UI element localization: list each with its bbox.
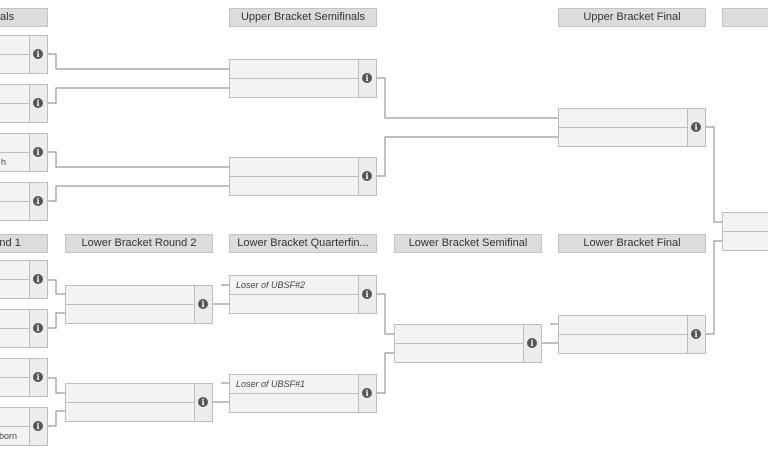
slot-team-1 bbox=[0, 134, 30, 153]
slot-team-2 bbox=[0, 280, 30, 298]
header-lb-quarterfinal: Lower Bracket Quarterfin... bbox=[229, 234, 377, 253]
slot-team-1 bbox=[559, 109, 688, 128]
info-icon: i bbox=[362, 171, 372, 181]
match-lbr2-1[interactable]: i bbox=[65, 285, 213, 324]
match-lbr1-3[interactable]: i bbox=[0, 358, 48, 397]
slot-team-1 bbox=[230, 60, 359, 79]
header-lb-round2: Lower Bracket Round 2 bbox=[65, 234, 213, 253]
slot-loser-ubsf1: Loser of UBSF#1 bbox=[230, 375, 359, 394]
info-icon: i bbox=[33, 49, 43, 59]
slot-team-2 bbox=[395, 344, 524, 362]
header-ub-quarterfinals: nals bbox=[0, 8, 48, 27]
info-icon: i bbox=[33, 421, 43, 431]
info-icon: i bbox=[33, 147, 43, 157]
match-info-button[interactable]: i bbox=[29, 85, 47, 122]
match-lbqf-2[interactable]: Loser of UBSF#1 i bbox=[229, 374, 377, 413]
slot-team-1 bbox=[66, 286, 195, 305]
match-ubqf-4[interactable]: i bbox=[0, 182, 48, 221]
slot-team-2 bbox=[559, 128, 688, 146]
slot-team-2 bbox=[230, 295, 359, 313]
slot-team-2 bbox=[230, 177, 359, 195]
match-ub-final[interactable]: i bbox=[558, 108, 706, 147]
slot-team-1 bbox=[0, 408, 30, 427]
slot-team-1 bbox=[0, 261, 30, 280]
match-lbr2-2[interactable]: i bbox=[65, 383, 213, 422]
info-icon: i bbox=[691, 122, 701, 132]
slot-team-2 bbox=[230, 79, 359, 97]
header-lb-round1: ound 1 bbox=[0, 234, 48, 253]
match-lbr1-4[interactable]: born i bbox=[0, 407, 48, 446]
info-icon: i bbox=[198, 299, 208, 309]
match-info-button[interactable]: i bbox=[194, 286, 212, 323]
slot-team-2 bbox=[0, 378, 30, 396]
match-info-button[interactable]: i bbox=[29, 134, 47, 171]
match-info-button[interactable]: i bbox=[29, 36, 47, 73]
header-ub-semifinals: Upper Bracket Semifinals bbox=[229, 8, 377, 27]
match-info-button[interactable]: i bbox=[358, 158, 376, 195]
slot-team-1 bbox=[0, 36, 30, 55]
slot-loser-ubsf2: Loser of UBSF#2 bbox=[230, 276, 359, 295]
match-info-button[interactable]: i bbox=[687, 109, 705, 146]
slot-team-2: born bbox=[0, 431, 18, 441]
slot-team-2 bbox=[0, 202, 30, 220]
slot-team-2 bbox=[230, 394, 359, 412]
slot-team-2 bbox=[66, 305, 195, 323]
info-icon: i bbox=[362, 289, 372, 299]
slot-team-1 bbox=[395, 325, 524, 344]
header-ub-final: Upper Bracket Final bbox=[558, 8, 706, 27]
info-icon: i bbox=[362, 73, 372, 83]
header-grand-final bbox=[722, 8, 768, 27]
slot-team-1 bbox=[0, 85, 30, 104]
info-icon: i bbox=[33, 196, 43, 206]
match-lb-semifinal[interactable]: i bbox=[394, 324, 542, 363]
slot-team-2 bbox=[0, 55, 30, 73]
match-info-button[interactable]: i bbox=[358, 375, 376, 412]
slot-team-2: h bbox=[1, 157, 7, 167]
match-lbqf-1[interactable]: Loser of UBSF#2 i bbox=[229, 275, 377, 314]
header-lb-semifinal: Lower Bracket Semifinal bbox=[394, 234, 542, 253]
match-ubqf-2[interactable]: i bbox=[0, 84, 48, 123]
info-icon: i bbox=[33, 274, 43, 284]
slot-team-2 bbox=[0, 104, 30, 122]
slot-team-1 bbox=[0, 359, 30, 378]
info-icon: i bbox=[198, 397, 208, 407]
info-icon: i bbox=[33, 323, 43, 333]
slot-team-1 bbox=[230, 158, 359, 177]
match-lbr1-2[interactable]: i bbox=[0, 309, 48, 348]
slot-team-1 bbox=[0, 183, 30, 202]
match-info-button[interactable]: i bbox=[29, 310, 47, 347]
match-info-button[interactable]: i bbox=[194, 384, 212, 421]
slot-team-2 bbox=[66, 403, 195, 421]
match-info-button[interactable]: i bbox=[687, 316, 705, 353]
match-info-button[interactable]: i bbox=[358, 60, 376, 97]
slot-team-2 bbox=[723, 232, 768, 250]
slot-team-1 bbox=[0, 310, 30, 329]
match-info-button[interactable]: i bbox=[29, 261, 47, 298]
match-info-button[interactable]: i bbox=[29, 359, 47, 396]
info-icon: i bbox=[362, 388, 372, 398]
match-ubqf-3[interactable]: h i bbox=[0, 133, 48, 172]
match-ubqf-1[interactable]: i bbox=[0, 35, 48, 74]
match-info-button[interactable]: i bbox=[523, 325, 541, 362]
slot-team-2 bbox=[0, 329, 30, 347]
match-ubsf-1[interactable]: i bbox=[229, 59, 377, 98]
slot-team-1 bbox=[559, 316, 688, 335]
match-info-button[interactable]: i bbox=[29, 183, 47, 220]
info-icon: i bbox=[691, 329, 701, 339]
slot-team-2 bbox=[559, 335, 688, 353]
match-lbr1-1[interactable]: i bbox=[0, 260, 48, 299]
info-icon: i bbox=[33, 372, 43, 382]
match-info-button[interactable]: i bbox=[358, 276, 376, 313]
match-grand-final[interactable] bbox=[722, 212, 768, 251]
info-icon: i bbox=[527, 338, 537, 348]
match-info-button[interactable]: i bbox=[29, 408, 47, 445]
slot-team-1 bbox=[66, 384, 195, 403]
match-lb-final[interactable]: i bbox=[558, 315, 706, 354]
match-ubsf-2[interactable]: i bbox=[229, 157, 377, 196]
header-lb-final: Lower Bracket Final bbox=[558, 234, 706, 253]
info-icon: i bbox=[33, 98, 43, 108]
slot-team-1 bbox=[723, 213, 768, 232]
